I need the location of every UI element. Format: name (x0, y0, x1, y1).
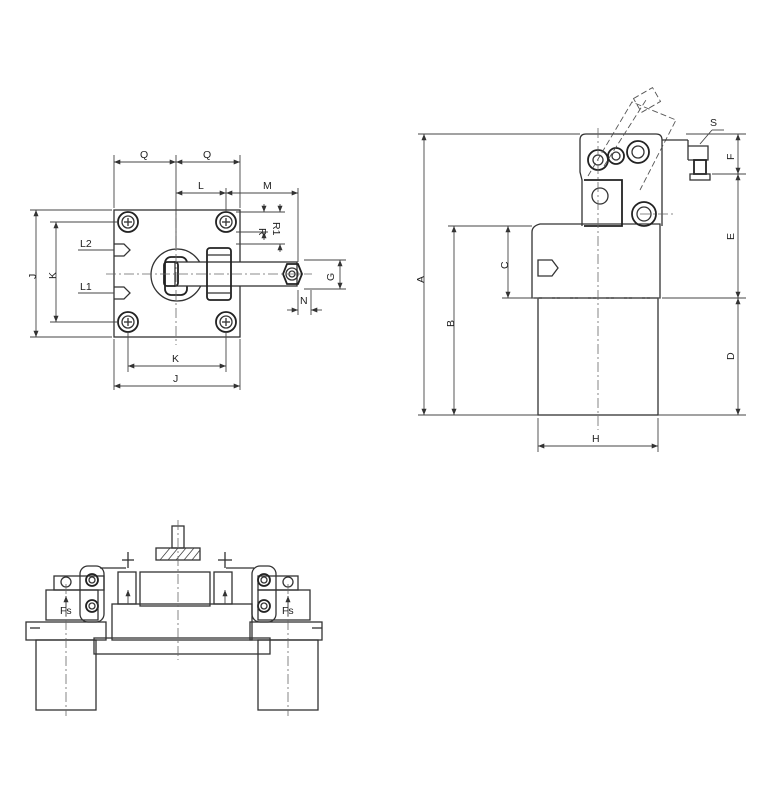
mounting-bolt (215, 211, 237, 233)
dim-j-vertical: J (27, 274, 39, 279)
clamp-housing (579, 133, 663, 226)
application-view: Fs Fs (25, 520, 323, 716)
dim-a: A (415, 276, 427, 283)
flange-port (537, 259, 559, 277)
pivot-lower (631, 201, 657, 227)
workpiece (139, 571, 211, 607)
left-clamp: Fs (25, 552, 134, 716)
dim-f: F (725, 154, 737, 160)
top-view: Q Q L M R R1 G N J (27, 149, 346, 390)
port-l2 (114, 243, 131, 257)
clamp-force-label-left: Fs (60, 605, 72, 617)
dim-d: D (725, 352, 737, 360)
port-label-l2: L2 (80, 238, 92, 250)
pivot-small (607, 147, 625, 165)
dim-m: M (263, 180, 272, 192)
dim-s: S (710, 117, 717, 129)
port-label-l1: L1 (80, 281, 92, 293)
mounting-bolt (117, 311, 139, 333)
dim-j-horizontal: J (173, 373, 178, 385)
dim-h: H (592, 433, 600, 445)
fixture-plate (93, 637, 271, 655)
mounting-bolt (215, 311, 237, 333)
dim-g: G (325, 273, 337, 281)
dim-l: L (198, 180, 204, 192)
arm-swung-position (587, 86, 677, 191)
clamp-force-label-right: Fs (282, 605, 294, 617)
pivot-right (626, 140, 650, 164)
dim-q-left: Q (140, 149, 148, 161)
dim-k-horizontal: K (172, 353, 179, 365)
port-l1 (114, 286, 131, 300)
dim-b: B (445, 320, 457, 327)
dim-k-vertical: K (47, 272, 59, 279)
mounting-bolt (117, 211, 139, 233)
side-view: A B C F E D S H (415, 86, 746, 452)
fixture-block (111, 603, 253, 641)
right-clamp: Fs (218, 552, 323, 716)
dim-e: E (725, 233, 737, 240)
mounting-flange (531, 223, 661, 299)
dim-n: N (300, 295, 308, 307)
dim-r: R (256, 228, 268, 236)
side-pressure-bolt (662, 139, 711, 181)
dim-r1: R1 (270, 222, 282, 236)
dim-c: C (499, 261, 511, 269)
dim-q-right: Q (203, 149, 211, 161)
arm-link (206, 247, 232, 301)
